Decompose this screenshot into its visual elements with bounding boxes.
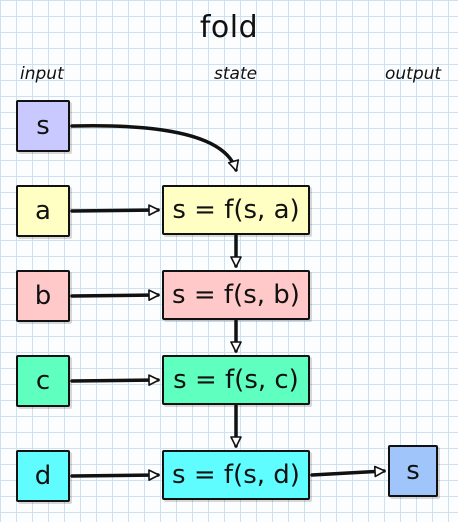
input-box-d: d xyxy=(16,450,70,502)
state-box-c: s = f(s, c) xyxy=(162,355,310,405)
output-box-s: s xyxy=(388,445,438,497)
arrow-b-to-state-b xyxy=(70,289,160,301)
input-box-a: a xyxy=(16,185,70,237)
state-column-label: state xyxy=(214,64,258,84)
arrow-state-d-to-output xyxy=(310,465,386,478)
state-box-a: s = f(s, a) xyxy=(162,185,310,235)
input-box-c: c xyxy=(16,355,70,407)
state-box-d: s = f(s, d) xyxy=(162,450,310,500)
input-column-label: input xyxy=(20,64,64,84)
input-box-b: b xyxy=(16,270,70,322)
diagram-title: fold xyxy=(199,10,259,45)
state-box-b: s = f(s, b) xyxy=(162,270,310,320)
arrow-a-to-state-a xyxy=(70,204,160,216)
input-box-s: s xyxy=(16,100,70,152)
arrow-c-to-state-c xyxy=(70,374,160,386)
arrow-s-to-state-a xyxy=(70,123,240,172)
output-column-label: output xyxy=(385,64,442,84)
arrow-d-to-state-d xyxy=(70,469,160,481)
